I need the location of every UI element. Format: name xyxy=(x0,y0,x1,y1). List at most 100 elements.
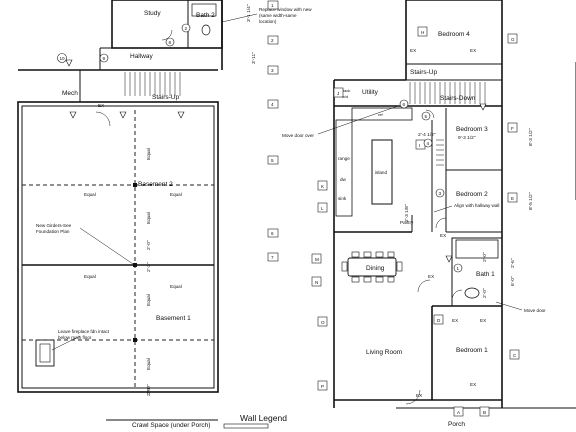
ex-label: EX xyxy=(480,318,486,323)
wall-tags: 1 2 3 4 5 6 7 xyxy=(267,0,279,262)
svg-text:1: 1 xyxy=(457,266,460,271)
equal-labels: Equal Equal Equal Equal Equal Equal Equa… xyxy=(84,148,182,370)
girder-lines xyxy=(22,110,214,388)
walls xyxy=(17,0,576,421)
room-labels: Study Bath 2 Bedroom 4 Hallway Stairs-Up… xyxy=(62,10,495,429)
svg-text:8: 8 xyxy=(169,40,172,45)
callout-10: 10 xyxy=(57,53,67,63)
svg-text:P: P xyxy=(321,384,324,389)
tag-window-N: N xyxy=(311,276,322,287)
svg-text:G: G xyxy=(511,37,515,42)
label-study: Study xyxy=(144,10,161,17)
label-crawl-space: Crawl Space (under Porch) xyxy=(132,422,210,429)
callout-2: 2 xyxy=(181,23,191,33)
dining-chairs xyxy=(341,251,403,283)
dim-2-4-half: 2'-4 1/2" xyxy=(418,132,436,138)
tag-window-F: F xyxy=(507,122,518,133)
tag-window-E: E xyxy=(507,192,518,203)
label-stairs-up-mid: Stairs-Up xyxy=(152,94,179,101)
label-bedroom3: Bedroom 3 xyxy=(456,126,488,133)
tag-window-H: H xyxy=(417,26,428,37)
svg-text:10: 10 xyxy=(60,56,66,61)
label-wd: w/d xyxy=(342,94,348,99)
tag-window-L: L xyxy=(317,202,328,213)
wall-legend-title: Wall Legend xyxy=(240,413,287,423)
dim-8-5-half: 8'-5 1/2" xyxy=(528,192,534,210)
note-leave-fireplace-1: Leave fireplace fdn intact xyxy=(58,329,110,334)
svg-text:O: O xyxy=(321,320,325,325)
svg-text:5: 5 xyxy=(271,158,274,163)
equal-label: Equal xyxy=(84,192,96,197)
svg-text:F: F xyxy=(511,126,514,131)
dim-3-11: 3'-11" xyxy=(251,52,257,64)
svg-text:E: E xyxy=(511,196,514,201)
tag-window-I: I xyxy=(415,139,426,150)
fireplace-inner xyxy=(39,343,51,363)
svg-text:N: N xyxy=(315,280,318,285)
bath1-tub xyxy=(455,239,499,259)
note-new-girders-1: New Girders-See xyxy=(36,223,72,228)
svg-text:4: 4 xyxy=(427,141,430,146)
kitchen-upper-counter xyxy=(351,107,413,121)
ex-label: EX xyxy=(410,48,416,53)
callout-circles: 2 3 4 5 6 8 9 10 1 xyxy=(57,23,463,273)
dim-2-3-eighth: 2'-3 1/8" xyxy=(404,204,410,222)
dim-3-1-quarter: 3'-1 1/4" xyxy=(246,4,252,22)
tag-wall-4: 4 xyxy=(267,99,279,109)
label-bath2: Bath 2 xyxy=(196,12,215,19)
dim-6-0: 6'-0" xyxy=(510,276,516,286)
kitchen-counter xyxy=(335,119,353,217)
tag-window-C: C xyxy=(509,349,520,360)
equal-label: Equal xyxy=(170,284,182,289)
label-hallway: Hallway xyxy=(130,53,154,60)
svg-text:1: 1 xyxy=(271,3,274,8)
svg-text:D: D xyxy=(437,318,441,323)
leader-lines xyxy=(51,13,523,351)
tag-wall-7: 7 xyxy=(267,252,279,262)
notes: Replace window with new (same width-same… xyxy=(36,7,546,423)
tag-wall-2: 2 xyxy=(267,35,279,45)
stairs-hatching xyxy=(124,72,486,166)
svg-text:6: 6 xyxy=(403,102,406,107)
svg-text:3: 3 xyxy=(271,68,274,73)
window-markers xyxy=(65,59,487,263)
ex-label: EX xyxy=(98,103,104,108)
dim-2-2: 2'-2" xyxy=(146,262,152,272)
dim-2-0-a: 2'-0" xyxy=(146,240,152,250)
label-sink: sink xyxy=(338,196,347,201)
bath2-tub xyxy=(191,3,217,17)
dim-2-6: 2'-6" xyxy=(510,258,516,268)
label-bedroom4: Bedroom 4 xyxy=(438,31,470,38)
svg-text:L: L xyxy=(321,206,324,211)
label-mech: Mech xyxy=(62,90,78,97)
svg-text:6: 6 xyxy=(271,231,274,236)
tag-window-B: B xyxy=(479,406,490,417)
dim-9-3-half: 9'-3 1/2" xyxy=(458,135,476,141)
svg-text:9: 9 xyxy=(103,56,106,61)
dining-table xyxy=(347,257,397,277)
tag-window-K: K xyxy=(317,180,328,191)
equal-label: Equal xyxy=(146,148,151,160)
callout-3: 3 xyxy=(435,188,445,198)
label-dw: dw xyxy=(340,177,347,182)
tag-wall-1: 1 xyxy=(267,0,279,10)
kitchen-island xyxy=(371,139,393,205)
svg-text:2: 2 xyxy=(271,38,274,43)
label-porch: Porch xyxy=(448,421,465,428)
svg-text:J: J xyxy=(337,91,339,96)
callout-4: 4 xyxy=(423,138,433,148)
basement-columns xyxy=(133,183,137,342)
callout-1: 1 xyxy=(453,263,463,273)
label-bedroom1: Bedroom 1 xyxy=(456,347,488,354)
bath2-toilet xyxy=(201,24,211,36)
label-ref: ref xyxy=(378,112,384,117)
fixtures xyxy=(35,3,499,367)
note-replace-window-2: (same width-same xyxy=(259,13,297,18)
label-island: island xyxy=(375,170,387,175)
note-replace-window-3: location) xyxy=(259,19,277,24)
tag-window-P: P xyxy=(317,380,328,391)
tag-window-G: G xyxy=(507,33,518,44)
note-leave-fireplace-2: below main floor xyxy=(58,335,92,340)
svg-text:M: M xyxy=(315,257,319,262)
